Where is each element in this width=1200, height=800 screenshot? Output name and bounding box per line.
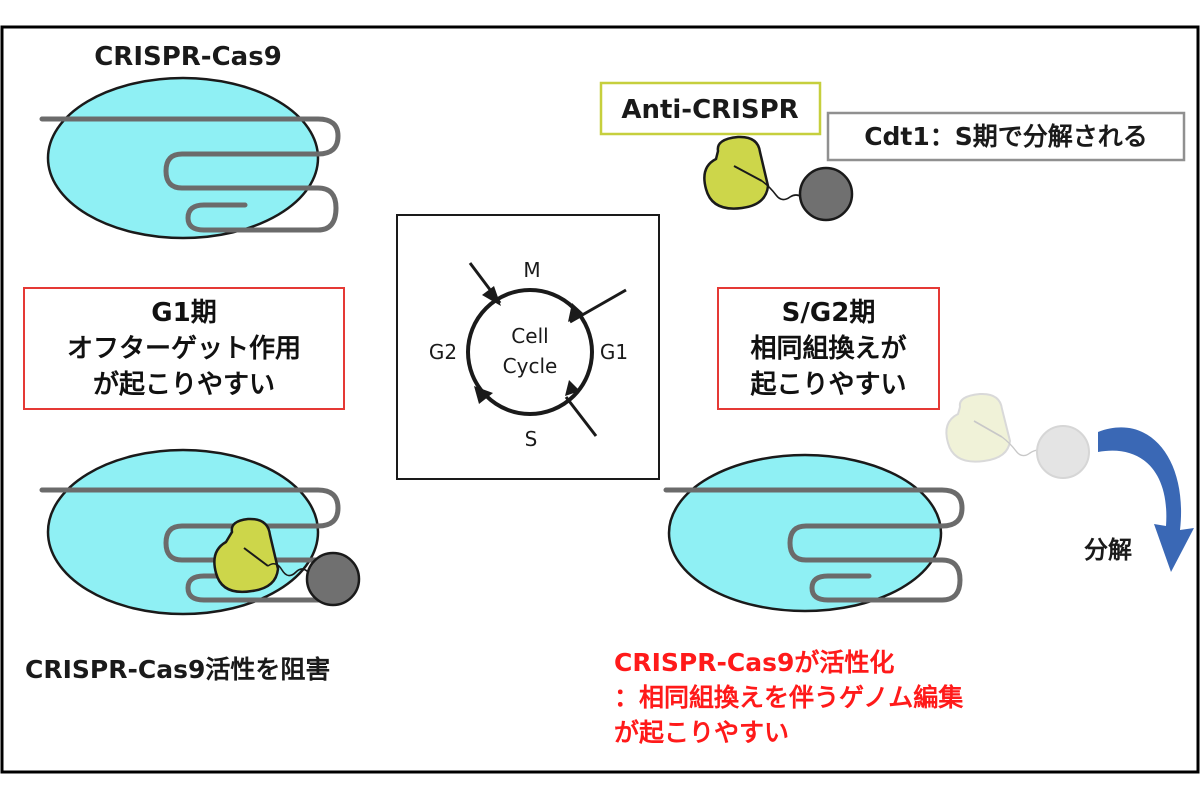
bottom-right-caption-line3: が起こりやすい bbox=[614, 718, 789, 747]
checkpoint-line-s bbox=[564, 396, 598, 437]
g1-box-line3: が起こりやすい bbox=[92, 369, 275, 400]
dna-strand-top-left bbox=[39, 116, 341, 233]
degradation-arrow bbox=[1098, 427, 1194, 572]
sg2-box-line3: 起こりやすい bbox=[750, 369, 907, 400]
phase-m-label: M bbox=[523, 258, 540, 282]
cdt1-label-box bbox=[826, 111, 1186, 162]
arrowhead-g1 bbox=[568, 303, 583, 322]
anti-crispr-protein-bound bbox=[213, 517, 280, 594]
g1-box-line1: G1期 bbox=[151, 297, 217, 328]
arrowhead-g2 bbox=[474, 386, 493, 404]
cell-cycle-center-line1: Cell bbox=[511, 324, 548, 348]
top-left-title: CRISPR-Cas9 bbox=[94, 42, 282, 72]
cdt1-domain-free bbox=[798, 166, 854, 222]
bottom-right-caption-line2: ：相同組換えを伴うゲノム編集 bbox=[614, 683, 964, 712]
linker-bound bbox=[267, 562, 309, 577]
bottom-left-nucleus-group bbox=[39, 448, 361, 616]
linker-free bbox=[761, 180, 803, 201]
sg2-box-line1: S/G2期 bbox=[781, 297, 876, 328]
bottom-right-caption-line1: CRISPR-Cas9が活性化 bbox=[614, 648, 894, 677]
sg2-phase-box: S/G2期 相同組換えが 起こりやすい bbox=[717, 287, 940, 410]
anti-crispr-protein-free bbox=[703, 135, 770, 210]
cell-cycle-box bbox=[396, 214, 660, 480]
g1-phase-box: G1期 オフターゲット作用 が起こりやすい bbox=[23, 287, 345, 410]
cdt1-label: Cdt1：S期で分解される bbox=[864, 122, 1148, 151]
dna-strand-right bbox=[663, 487, 965, 603]
sg2-box-line2: 相同組換えが bbox=[750, 333, 907, 364]
checkpoint-line-g1 bbox=[569, 288, 627, 324]
anti-crispr-pocket-bound bbox=[243, 547, 269, 567]
degradation-label: 分解 bbox=[1084, 536, 1132, 564]
g1-box-line2: オフターゲット作用 bbox=[66, 333, 301, 364]
right-nucleus-group bbox=[663, 392, 1194, 613]
phase-g2-label: G2 bbox=[429, 340, 457, 364]
nucleus-top-left bbox=[46, 76, 320, 240]
anti-crispr-protein-fading bbox=[945, 392, 1012, 463]
anti-crispr-pocket-fading bbox=[973, 420, 1003, 438]
cell-cycle-group: Cell Cycle M G1 S G2 bbox=[396, 214, 660, 480]
arrowhead-s bbox=[565, 380, 580, 396]
top-left-nucleus-group bbox=[39, 76, 341, 240]
phase-s-label: S bbox=[525, 427, 538, 451]
cell-cycle-center-line2: Cycle bbox=[503, 354, 558, 378]
linker-fading bbox=[1001, 436, 1041, 457]
free-anti-crispr-group bbox=[599, 81, 1186, 222]
cell-cycle-circle bbox=[466, 288, 594, 416]
anti-crispr-label: Anti-CRISPR bbox=[621, 95, 798, 125]
cdt1-domain-fading bbox=[1036, 425, 1090, 479]
nucleus-right bbox=[667, 453, 943, 613]
phase-g1-label: G1 bbox=[600, 340, 628, 364]
nucleus-bottom-left bbox=[46, 448, 320, 616]
anti-crispr-pocket-free bbox=[733, 165, 763, 182]
arrowhead-m bbox=[482, 286, 501, 306]
bottom-left-caption: CRISPR-Cas9活性を阻害 bbox=[25, 655, 330, 684]
cdt1-domain-bound bbox=[305, 551, 361, 607]
anti-crispr-label-box bbox=[599, 81, 822, 136]
